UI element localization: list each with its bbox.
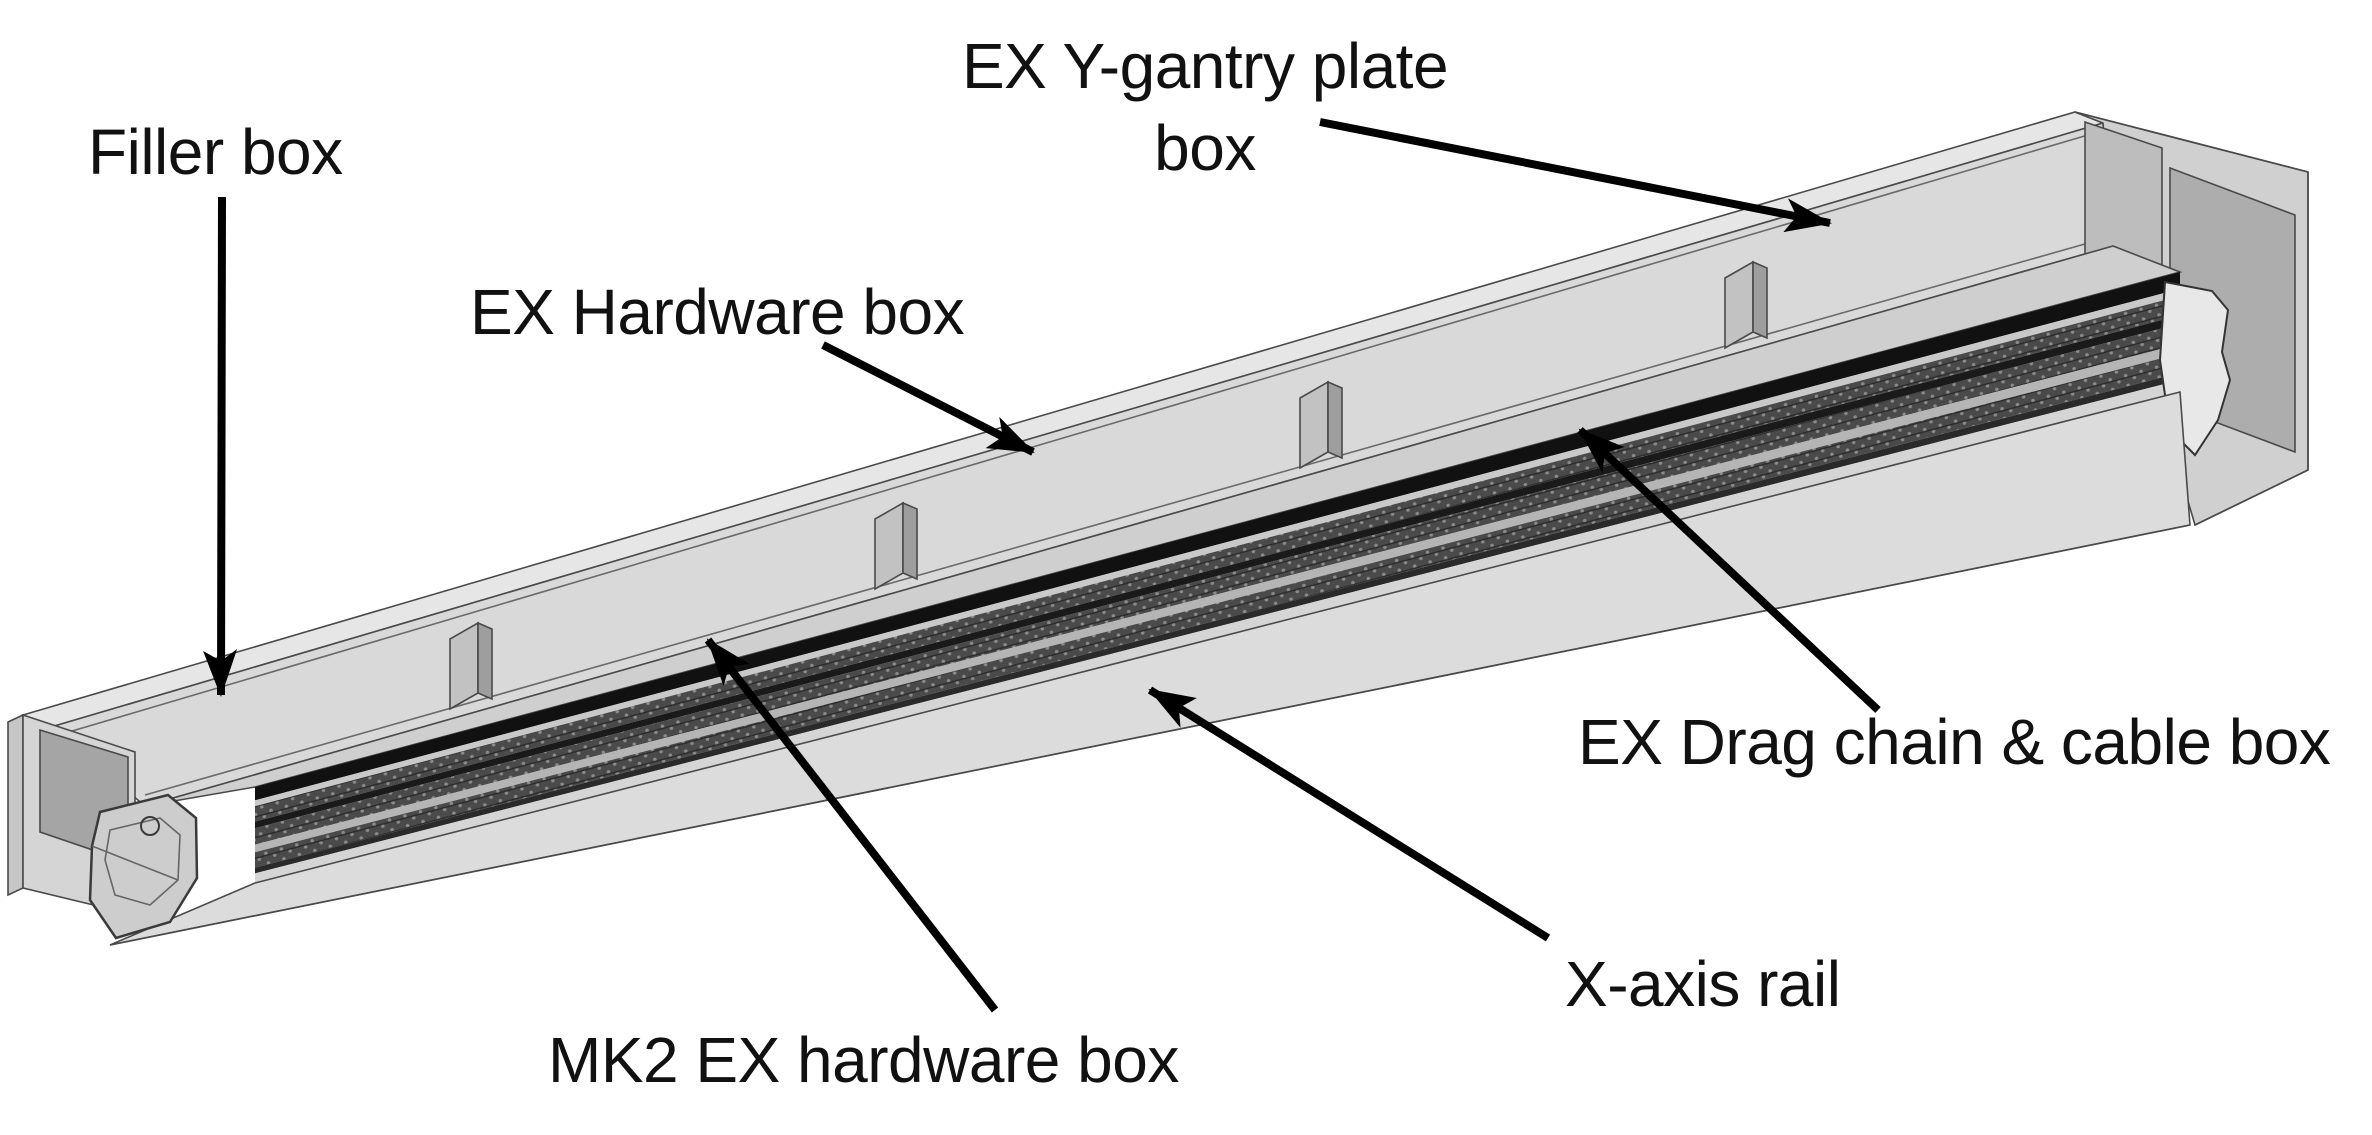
leader-arrow-drag-chain xyxy=(1577,427,1881,713)
divider xyxy=(874,501,918,591)
leader-arrow-filler-box xyxy=(203,196,238,697)
crate-body xyxy=(7,111,2309,946)
divider xyxy=(449,621,493,711)
leader-arrow-ex-hardware xyxy=(821,341,1035,456)
ex-drag-chain-cable-box-label: EX Drag chain & cable box xyxy=(1578,706,2331,778)
divider xyxy=(1299,380,1343,470)
filler-box-label: Filler box xyxy=(88,116,343,188)
leader-arrow-x-axis-rail xyxy=(1147,686,1551,942)
x-axis-rail-label: X-axis rail xyxy=(1565,948,1841,1020)
divider xyxy=(1724,260,1768,350)
x-axis-rail-graphic xyxy=(255,272,2180,883)
leader-arrows xyxy=(203,118,1881,1013)
mk2-ex-hardware-box-label: MK2 EX hardware box xyxy=(548,1024,1179,1096)
ex-y-gantry-plate-box-label: EX Y-gantry plate box xyxy=(961,30,1449,184)
ex-hardware-box-label: EX Hardware box xyxy=(470,276,965,348)
leader-arrow-mk2 xyxy=(704,637,999,1013)
extrusion-profile-cross-section xyxy=(88,793,199,940)
compartment-dividers xyxy=(449,260,1768,711)
leader-arrow-y-gantry xyxy=(1319,118,1832,233)
